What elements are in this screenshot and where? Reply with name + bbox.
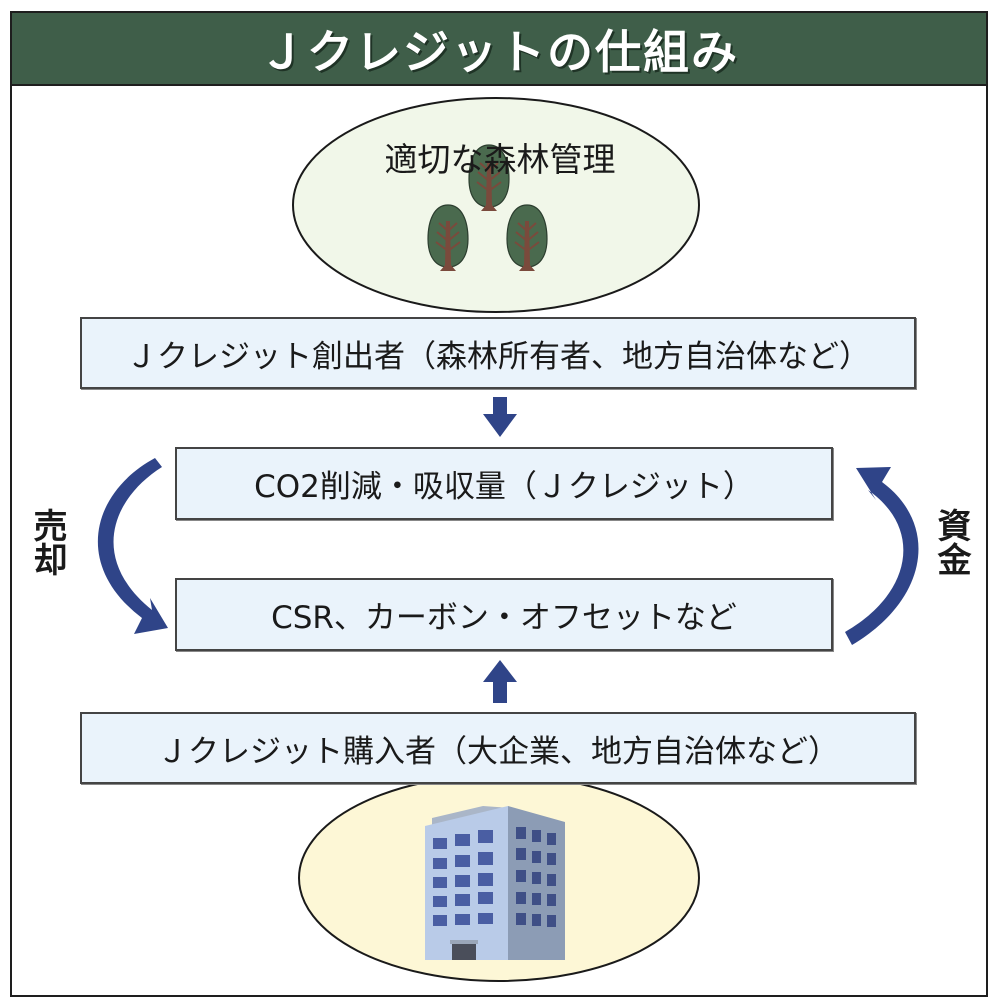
building-windows <box>433 830 493 926</box>
arrow-up-icon <box>483 660 517 703</box>
title-banner: Ｊクレジットの仕組み <box>10 11 988 86</box>
building-awning <box>450 940 478 944</box>
arrow-down-icon <box>483 397 517 437</box>
tree-icon <box>468 144 510 211</box>
curved-arrow-fund-icon <box>845 467 919 645</box>
forest-management-label: 適切な森林管理 <box>384 140 616 179</box>
credit-buyer-box: Ｊクレジット購入者（大企業、地方自治体など） <box>80 712 916 784</box>
fund-label: 資金 <box>930 508 971 586</box>
building-door <box>452 944 476 960</box>
credit-buyer-label: Ｊクレジット購入者（大企業、地方自治体など） <box>157 733 839 770</box>
credit-creator-box: Ｊクレジット創出者（森林所有者、地方自治体など） <box>80 317 916 389</box>
building-side-windows <box>516 827 556 927</box>
office-building-icon <box>425 806 565 960</box>
sell-label: 売却 <box>26 508 67 586</box>
csr-offset-label: CSR、カーボン・オフセットなど <box>271 600 737 636</box>
credit-creator-label: Ｊクレジット創出者（森林所有者、地方自治体など） <box>126 338 870 375</box>
sell-label-text: 売却 <box>27 508 67 576</box>
fund-label-text: 資金 <box>931 508 971 576</box>
co2-credit-box: CO2削減・吸収量（Ｊクレジット） <box>175 447 833 520</box>
tree-icon <box>506 204 548 271</box>
trees-icon <box>427 144 548 271</box>
page-title: Ｊクレジットの仕組み <box>259 24 739 79</box>
curved-arrow-sell-icon <box>97 458 168 634</box>
csr-offset-box: CSR、カーボン・オフセットなど <box>175 578 833 651</box>
co2-credit-label: CO2削減・吸収量（Ｊクレジット） <box>254 469 754 505</box>
tree-icon <box>427 204 469 271</box>
